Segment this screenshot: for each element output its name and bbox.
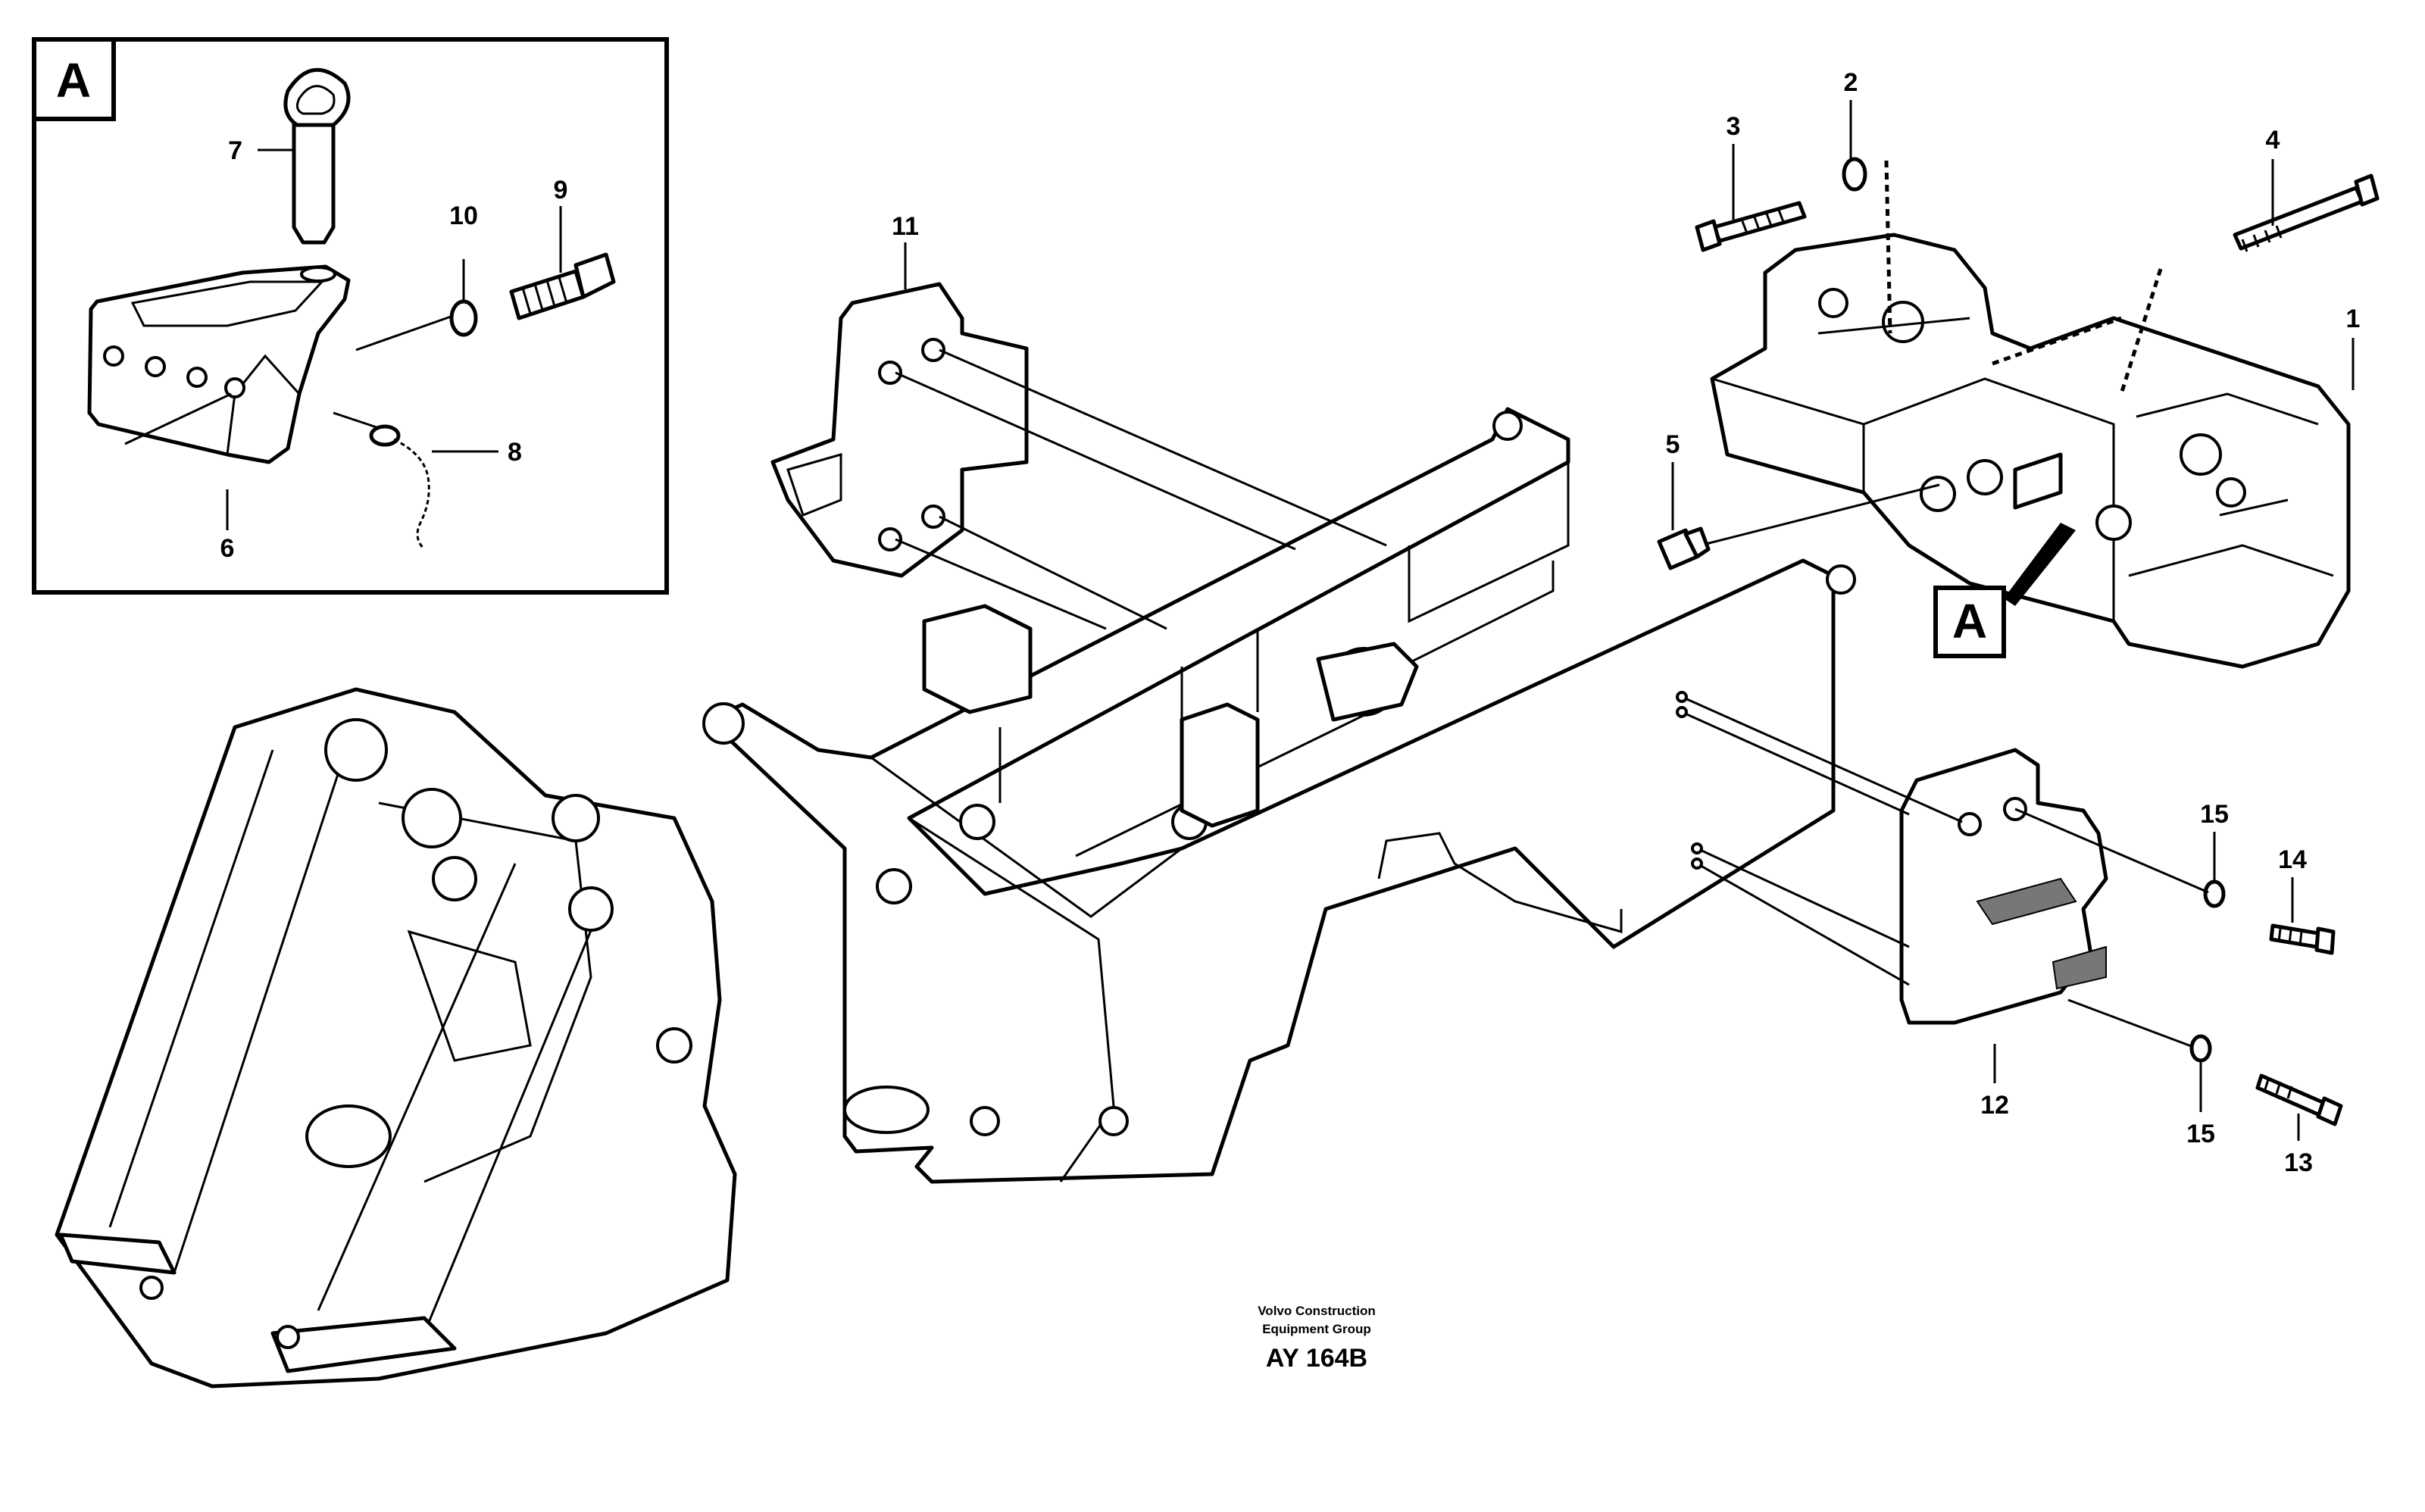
rear-frame-drawing xyxy=(702,407,1856,1184)
bolt-14-drawing xyxy=(2269,923,2336,955)
tow-bracket-drawing xyxy=(87,264,351,464)
pin-drawing xyxy=(283,67,351,245)
part-number-14: 14 xyxy=(2278,845,2307,874)
side-weight-11-drawing xyxy=(770,282,1029,578)
part-number-9: 9 xyxy=(554,176,568,205)
drawing-code: AY 164B xyxy=(1266,1344,1367,1373)
callout-a: A xyxy=(1933,523,2076,658)
rear-counterweight-1-drawing xyxy=(1710,233,2351,669)
side-weight-12-drawing xyxy=(1899,748,2108,1025)
part-number-5: 5 xyxy=(1666,430,1680,459)
part-number-10: 10 xyxy=(449,201,478,230)
washer-2-drawing xyxy=(1842,157,1867,192)
part-number-8: 8 xyxy=(508,438,522,467)
part-number-12: 12 xyxy=(1980,1091,2009,1120)
part-number-1: 1 xyxy=(2346,305,2361,333)
company-line-1: Volvo Construction xyxy=(1258,1304,1376,1318)
washer-15b-drawing xyxy=(2189,1034,2212,1063)
bolt-3-drawing xyxy=(1695,201,1807,252)
part-number-4: 4 xyxy=(2266,126,2280,155)
washer-drawing xyxy=(449,299,478,337)
clip-chain-drawing xyxy=(333,411,430,551)
part-number-6: 6 xyxy=(220,534,235,563)
bolt-drawing xyxy=(509,252,616,320)
part-number-3: 3 xyxy=(1727,112,1741,141)
part-number-11: 11 xyxy=(892,212,919,241)
plug-5-drawing xyxy=(1657,526,1711,570)
part-number-2: 2 xyxy=(1844,68,1858,97)
callout-label: A xyxy=(1952,594,1987,648)
part-number-15-bottom: 15 xyxy=(2186,1120,2215,1148)
inset-label: A xyxy=(56,53,91,108)
bolt-4-drawing xyxy=(2233,173,2380,252)
front-frame-drawing xyxy=(55,687,737,1389)
part-number-13: 13 xyxy=(2284,1148,2313,1177)
washer-15a-drawing xyxy=(2203,879,2226,908)
inset-detail-a: A xyxy=(32,37,669,595)
part-number-7: 7 xyxy=(228,136,242,165)
company-line-2: Equipment Group xyxy=(1262,1322,1371,1336)
bolt-13-drawing xyxy=(2255,1073,2343,1126)
part-number-15-top: 15 xyxy=(2200,800,2229,829)
